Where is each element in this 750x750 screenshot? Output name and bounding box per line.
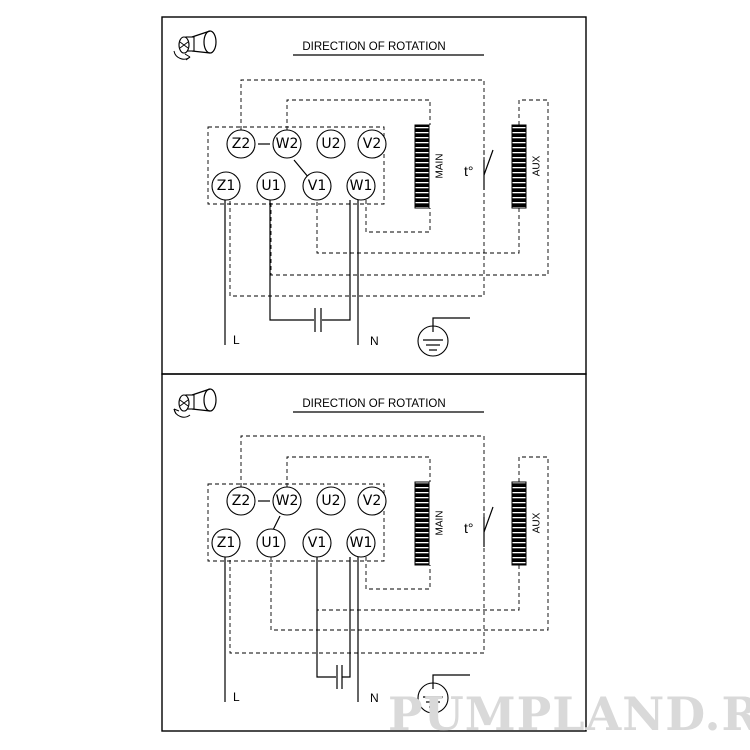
capacitor-wire xyxy=(316,557,336,678)
svg-text:Z2: Z2 xyxy=(232,493,251,509)
svg-text:Z1: Z1 xyxy=(217,535,236,551)
svg-text:U2: U2 xyxy=(321,136,340,152)
panel-frame xyxy=(161,373,587,732)
terminal-v1: V1 xyxy=(302,171,332,201)
link-w2-u1 xyxy=(272,515,281,531)
ground-icon xyxy=(417,317,470,357)
line-label: L xyxy=(233,333,240,347)
svg-text:U1: U1 xyxy=(261,535,280,551)
svg-text:U2: U2 xyxy=(321,493,340,509)
svg-text:W1: W1 xyxy=(350,535,373,551)
terminal-w1: W1 xyxy=(346,171,376,201)
svg-text:t°: t° xyxy=(464,520,474,536)
capacitor-wire xyxy=(269,200,314,321)
svg-text:W2: W2 xyxy=(276,493,299,509)
wire-dashed xyxy=(286,99,431,130)
wire-dashed xyxy=(270,99,549,276)
terminal-w1: W1 xyxy=(346,528,376,558)
svg-text:V2: V2 xyxy=(363,493,381,509)
terminal-z2: Z2 xyxy=(226,129,256,159)
terminal-z2: Z2 xyxy=(226,486,256,516)
aux-winding: AUX xyxy=(511,124,543,209)
wire-dashed xyxy=(365,557,431,590)
svg-text:W1: W1 xyxy=(350,178,373,194)
svg-text:W2: W2 xyxy=(276,136,299,152)
link-w2-v1 xyxy=(293,159,310,179)
wire-dashed xyxy=(286,456,431,487)
terminal-u1: U1 xyxy=(256,171,286,201)
panel-title: DIRECTION OF ROTATION xyxy=(302,41,445,53)
capacitor-wire xyxy=(342,557,351,678)
terminal-w2: W2 xyxy=(272,486,302,516)
panel-title: DIRECTION OF ROTATION xyxy=(302,398,445,410)
main-winding: MAIN xyxy=(414,481,446,566)
terminal-v2: V2 xyxy=(357,129,387,159)
aux-winding: AUX xyxy=(511,481,543,566)
svg-text:V1: V1 xyxy=(308,535,326,551)
thermal-switch: t° xyxy=(464,506,494,547)
terminal-z1: Z1 xyxy=(211,528,241,558)
terminal-u2: U2 xyxy=(316,486,346,516)
svg-text:Z2: Z2 xyxy=(232,136,251,152)
rotation-cw-icon xyxy=(173,388,217,418)
main-winding: MAIN xyxy=(414,124,446,209)
terminal-v2: V2 xyxy=(357,486,387,516)
neutral-label: N xyxy=(370,334,379,348)
terminal-block xyxy=(207,483,385,562)
svg-text:AUX: AUX xyxy=(532,155,543,176)
neutral-label: N xyxy=(370,691,379,705)
terminal-u1: U1 xyxy=(256,528,286,558)
panel-1: DIRECTION OF ROTATION Z2 W2 U2 V2 Z1 U1 … xyxy=(161,16,587,375)
terminal-w2: W2 xyxy=(272,129,302,159)
svg-text:V1: V1 xyxy=(308,178,326,194)
svg-text:MAIN: MAIN xyxy=(435,154,446,179)
svg-text:MAIN: MAIN xyxy=(435,511,446,536)
line-label: L xyxy=(233,690,240,704)
rotation-ccw-icon xyxy=(173,30,217,61)
ground-icon xyxy=(417,674,470,714)
panel-2: DIRECTION OF ROTATION Z2 W2 U2 V2 Z1 U1 … xyxy=(161,373,587,732)
terminal-z1: Z1 xyxy=(211,171,241,201)
wire-dashed xyxy=(270,456,549,631)
wire-dashed xyxy=(365,200,431,233)
svg-text:AUX: AUX xyxy=(532,512,543,533)
svg-text:Z1: Z1 xyxy=(217,178,236,194)
capacitor-wire xyxy=(322,200,351,321)
watermark: PUMPLAND.RU xyxy=(388,687,750,741)
terminal-v1: V1 xyxy=(302,528,332,558)
wire-dashed xyxy=(316,200,520,254)
svg-text:t°: t° xyxy=(464,163,474,179)
svg-text:V2: V2 xyxy=(363,136,381,152)
terminal-block xyxy=(207,126,385,205)
terminal-u2: U2 xyxy=(316,129,346,159)
thermal-switch: t° xyxy=(464,149,494,190)
svg-text:U1: U1 xyxy=(261,178,280,194)
